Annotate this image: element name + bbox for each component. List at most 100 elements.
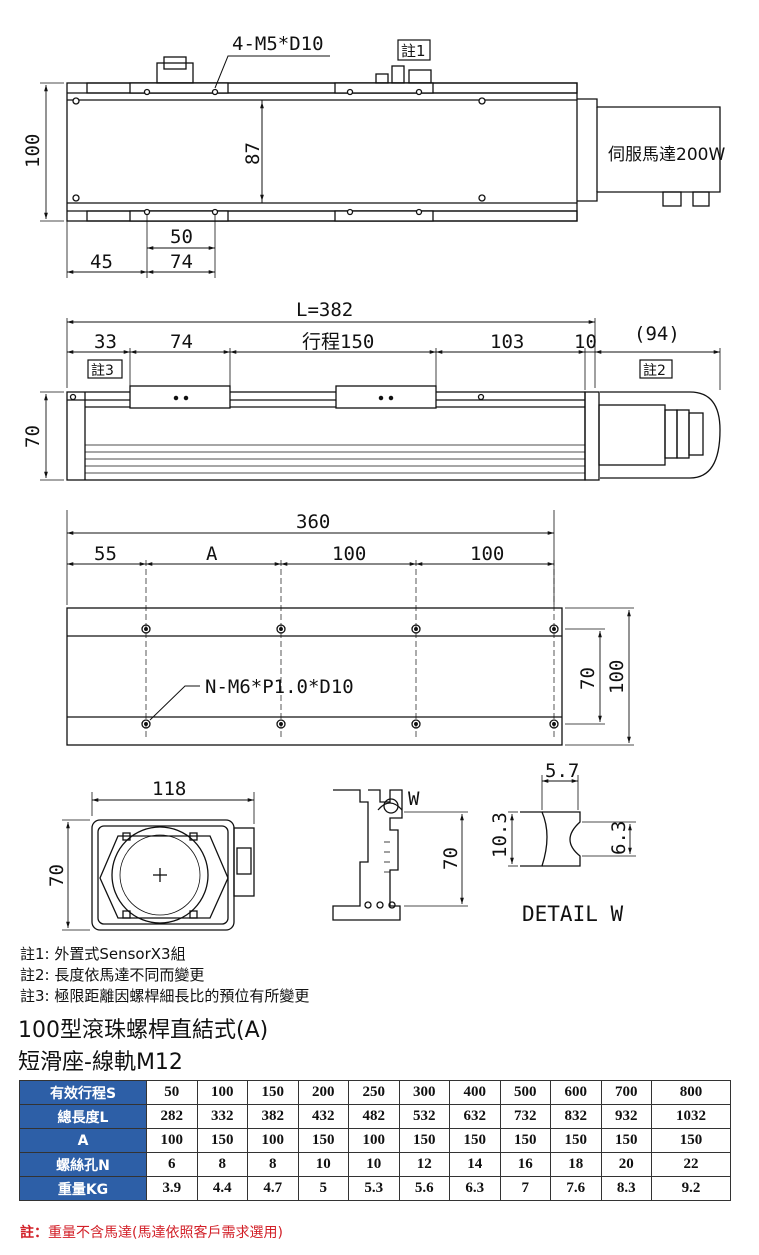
table-cell: 932 [600,1104,652,1129]
row-header: A [19,1128,147,1153]
note2-tag: 註2 [643,363,666,379]
table-cell: 3.9 [146,1176,198,1201]
table-cell: 150 [196,1128,248,1153]
dim-33: 33 [94,331,117,353]
table-cell: 700 [600,1080,652,1105]
table-cell: 400 [449,1080,501,1105]
table-cell: 382 [247,1104,299,1129]
table-cell: 18 [550,1152,602,1177]
note3-tag: 註3 [91,363,114,379]
table-cell: 200 [297,1080,349,1105]
dim-L: L=382 [296,299,353,321]
dim-100-base: 100 [606,660,628,694]
end-view [62,792,255,931]
dim-stroke: 行程150 [302,331,374,353]
table-cell: 332 [196,1104,248,1129]
row-header: 有效行程S [19,1080,147,1105]
note1-tag: 註1 [401,42,426,60]
base-view [66,510,634,746]
model-title: 100型滾珠螺桿直結式(A) [18,1018,269,1043]
table-cell: 150 [398,1128,450,1153]
table-cell: 100 [146,1128,198,1153]
table-cell: 832 [550,1104,602,1129]
dim-70-profile: 70 [440,847,462,870]
dim-6-3: 6.3 [608,821,630,855]
table-cell: 4.4 [196,1176,248,1201]
dim-70-side: 70 [22,425,44,448]
table-cell: 50 [146,1080,198,1105]
dim-100b: 100 [470,543,504,565]
row-header: 螺絲孔N [19,1152,147,1177]
motor-label: 伺服馬達200W [608,145,725,165]
dim-103-side: 103 [490,331,524,353]
table-cell: 150 [651,1128,731,1153]
table-cell: 16 [499,1152,551,1177]
table-cell: 7.6 [550,1176,602,1201]
detail-title: DETAIL W [522,902,624,926]
table-cell: 100 [247,1128,299,1153]
table-cell: 10 [297,1152,349,1177]
table-cell: 150 [550,1128,602,1153]
note-3: 註3: 極限距離因螺桿細長比的預位有所變更 [20,987,310,1005]
table-cell: 8 [247,1152,299,1177]
table-cell: 1032 [651,1104,731,1129]
dim-87: 87 [242,142,264,165]
dim-100a: 100 [332,543,366,565]
footnote-text: 重量不含馬達(馬達依照客戶需求選用) [48,1225,283,1241]
note-1: 註1: 外置式SensorX3組 [20,945,186,963]
dim-5-7: 5.7 [545,760,579,782]
dim-A: A [206,543,218,565]
table-cell: 300 [398,1080,450,1105]
table-cell: 482 [348,1104,400,1129]
footnote: 註：重量不含馬達(馬達依照客戶需求選用) [20,1222,283,1242]
top-view [40,55,721,278]
dim-50: 50 [170,226,193,248]
table-cell: 150 [499,1128,551,1153]
side-view [40,318,721,481]
table-cell: 732 [499,1104,551,1129]
dim-70-end: 70 [46,864,68,887]
dim-55: 55 [94,543,117,565]
table-cell: 22 [651,1152,731,1177]
profile-view [332,789,468,921]
table-cell: 5.6 [398,1176,450,1201]
thread-label: 4-M5*D10 [232,33,324,55]
dim-74-top: 74 [170,251,193,273]
detail-view [508,775,636,867]
model-subtitle: 短滑座-線軌M12 [18,1050,183,1075]
dim-45: 45 [90,251,113,273]
table-cell: 6.3 [449,1176,501,1201]
table-cell: 100 [196,1080,248,1105]
row-header: 總長度L [19,1104,147,1129]
table-cell: 532 [398,1104,450,1129]
table-cell: 150 [297,1128,349,1153]
table-cell: 100 [348,1128,400,1153]
dim-94: (94) [634,323,680,345]
table-cell: 632 [449,1104,501,1129]
dim-70-base: 70 [577,667,599,690]
table-cell: 150 [600,1128,652,1153]
table-cell: 14 [449,1152,501,1177]
table-cell: 5 [297,1176,349,1201]
table-cell: 6 [146,1152,198,1177]
table-cell: 10 [348,1152,400,1177]
dim-118: 118 [152,778,186,800]
table-cell: 282 [146,1104,198,1129]
table-cell: 250 [348,1080,400,1105]
dim-74-side: 74 [170,331,193,353]
table-cell: 20 [600,1152,652,1177]
row-header: 重量KG [19,1176,147,1201]
table-cell: 7 [499,1176,551,1201]
table-cell: 8 [196,1152,248,1177]
technical-drawing: 4-M5*D10 註1 伺服馬達200W 100 87 50 45 74 L=3… [22,33,725,931]
table-cell: 150 [247,1080,299,1105]
note-2: 註2: 長度依馬達不同而變更 [20,966,205,984]
table-cell: 5.3 [348,1176,400,1201]
table-cell: 4.7 [247,1176,299,1201]
table-cell: 8.3 [600,1176,652,1201]
